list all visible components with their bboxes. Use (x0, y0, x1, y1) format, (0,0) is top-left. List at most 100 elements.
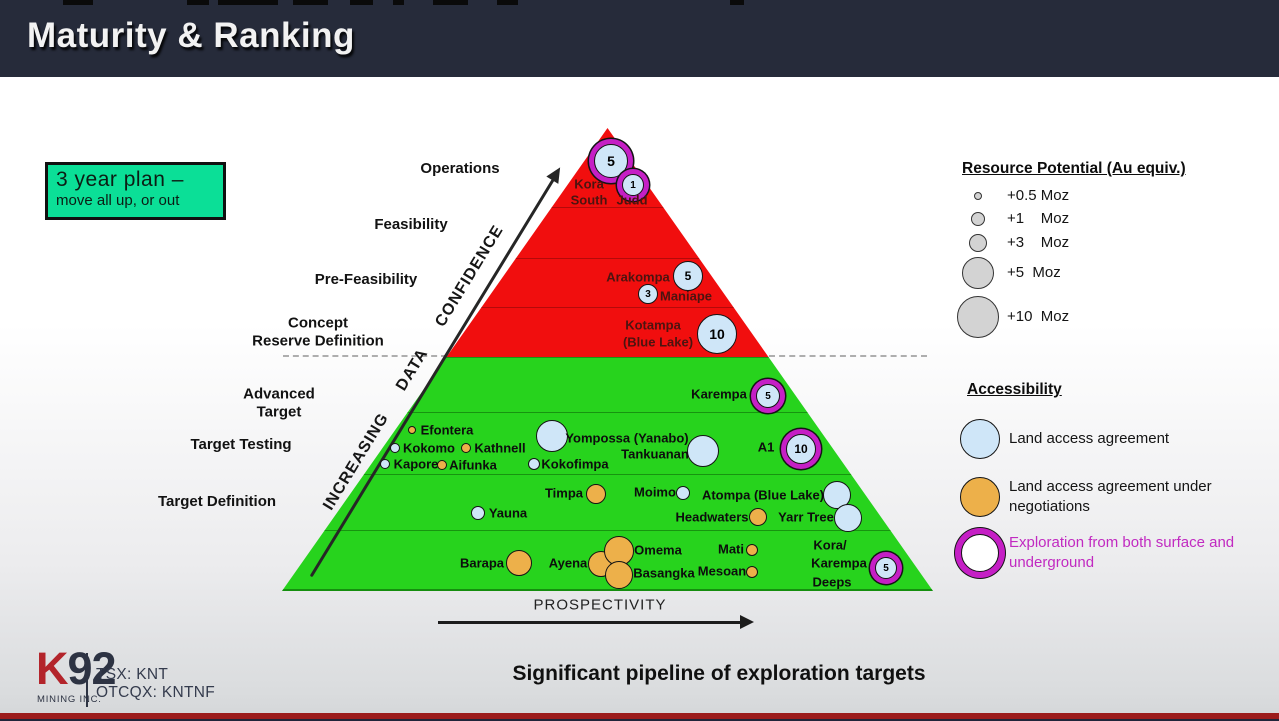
target-label-ayena: Ayena (548, 555, 588, 571)
target-circle-kora-karempa-deeps: 5 (875, 557, 897, 579)
logo-k: K (36, 643, 68, 694)
footer-divider (86, 653, 88, 707)
top-edge-mark (497, 0, 518, 5)
target-circle-yarr-tree (834, 504, 862, 532)
target-label-yauna: Yauna (488, 505, 528, 521)
target-label-kora: Kora (574, 176, 604, 192)
target-label-barapa: Barapa (459, 555, 505, 571)
resource-legend-label-1: +1 Moz (1007, 209, 1070, 227)
target-circle-kokofimpa (528, 458, 540, 470)
target-label-deeps: Deeps (812, 574, 852, 590)
target-circle-yompossa (536, 420, 568, 452)
plan-title: 3 year plan – (56, 168, 184, 191)
access-legend-label-blue: Land access agreement (1009, 429, 1170, 447)
target-label-kotampa: Kotampa (625, 317, 681, 333)
target-circle-yauna (471, 506, 485, 520)
target-circle-mesoan (746, 566, 758, 578)
band-separator (282, 258, 933, 259)
target-label-arakompa: Arakompa (606, 269, 670, 285)
target-label-kora-slash: Kora/ (813, 537, 847, 553)
access-legend-label-ring: Exploration from both surface and underg… (1009, 533, 1235, 571)
band-separator (282, 412, 933, 413)
stage-label-pre-feasibility: Pre-Feasibility (314, 270, 418, 288)
footer-red-bar (0, 713, 1279, 719)
target-circle-kora-south: 5 (594, 144, 628, 178)
target-circle-maniape: 3 (638, 284, 658, 304)
stage-label-feasibility: Feasibility (374, 215, 448, 233)
resource-legend-circle-2 (969, 234, 987, 252)
band-separator (282, 207, 933, 208)
plan-subtitle: move all up, or out (56, 192, 180, 209)
accessibility-legend-title: Accessibility (967, 381, 1062, 398)
target-circle-moimo (676, 486, 690, 500)
resource-legend-circle-1 (971, 212, 985, 226)
target-label-yarr-tree: Yarr Tree (778, 509, 834, 525)
target-label-maniape: Maniape (659, 288, 713, 304)
target-label-kathnell: Kathnell (474, 440, 526, 456)
logo-subtitle: MINING INC. (37, 694, 102, 705)
target-label-atompa: Atompa (Blue Lake) (701, 487, 825, 503)
resource-legend-label-3: +5 Moz (1007, 263, 1061, 281)
access-legend-circle-blue (960, 419, 1000, 459)
resource-legend-title: Resource Potential (Au equiv.) (962, 160, 1186, 177)
page-title: Maturity & Ranking (27, 16, 355, 55)
target-label-headwaters: Headwaters (675, 509, 749, 525)
target-label-mesoan: Mesoan (697, 563, 747, 579)
target-label-efontera: Efontera (420, 422, 474, 438)
target-label-tankuanan: Tankuanan (621, 446, 689, 462)
target-circle-kathnell (461, 443, 471, 453)
target-label-yompossa: Yompossa (Yanabo) (565, 430, 689, 446)
dashed-line-right (769, 355, 927, 357)
target-label-mati: Mati (718, 541, 744, 557)
target-circle-aifunka (437, 460, 447, 470)
top-edge-mark (393, 0, 404, 5)
stage-label-concept: Concept Reserve Definition (252, 314, 384, 350)
target-label-judd: Judd (616, 192, 648, 208)
logo-92: 92 (67, 643, 117, 694)
target-label-kotampa-2: (Blue Lake) (622, 334, 694, 350)
target-circle-kapore (380, 459, 390, 469)
target-label-timpa: Timpa (544, 485, 584, 501)
target-circle-a1: 10 (786, 434, 816, 464)
target-circle-arakompa: 5 (673, 261, 703, 291)
target-circle-timpa (586, 484, 606, 504)
target-circle-mati (746, 544, 758, 556)
top-edge-mark (730, 0, 744, 5)
top-edge-mark (350, 0, 373, 5)
target-circle-basangka (605, 561, 633, 589)
k92-logo: K92 (36, 643, 117, 694)
slide-tagline: Significant pipeline of exploration targ… (512, 662, 926, 685)
target-label-omema: Omema (634, 542, 682, 558)
stage-label-advanced: Advanced Target (243, 385, 315, 421)
resource-legend-label-4: +10 Moz (1007, 307, 1070, 325)
target-label-kapore: Kapore (393, 456, 439, 472)
target-label-kokomo: Kokomo (403, 440, 455, 456)
plan-callout-box: 3 year plan – move all up, or out (45, 162, 226, 220)
prospectivity-arrow (438, 615, 754, 629)
stage-label-operations: Operations (420, 159, 500, 177)
ticker-tsx: TSX: KNT (96, 666, 169, 683)
target-circle-judd: 1 (622, 174, 644, 196)
title-bar: Maturity & Ranking (0, 0, 1279, 77)
resource-legend-label-0: +0.5 Moz (1007, 186, 1070, 204)
target-label-aifunka: Aifunka (449, 457, 497, 473)
target-label-a1: A1 (757, 439, 775, 455)
top-edge-mark (433, 0, 468, 5)
band-separator (282, 530, 933, 531)
resource-legend-label-2: +3 Moz (1007, 233, 1070, 251)
band-separator (282, 307, 933, 308)
footer-navy-bar (0, 719, 1279, 721)
resource-legend-circle-3 (962, 257, 994, 289)
ticker-otcqx: OTCQX: KNTNF (96, 684, 215, 701)
target-label-kokofimpa: Kokofimpa (541, 456, 609, 472)
target-circle-headwaters (749, 508, 767, 526)
target-label-karempa: Karempa (691, 386, 747, 402)
target-label-south: South (570, 192, 608, 208)
target-circle-kotampa: 10 (697, 314, 737, 354)
target-circle-karempa: 5 (756, 384, 780, 408)
target-circle-efontera (408, 426, 416, 434)
stage-label-target-definition: Target Definition (157, 492, 277, 510)
dashed-line-left (283, 355, 447, 357)
top-edge-mark (63, 0, 93, 5)
